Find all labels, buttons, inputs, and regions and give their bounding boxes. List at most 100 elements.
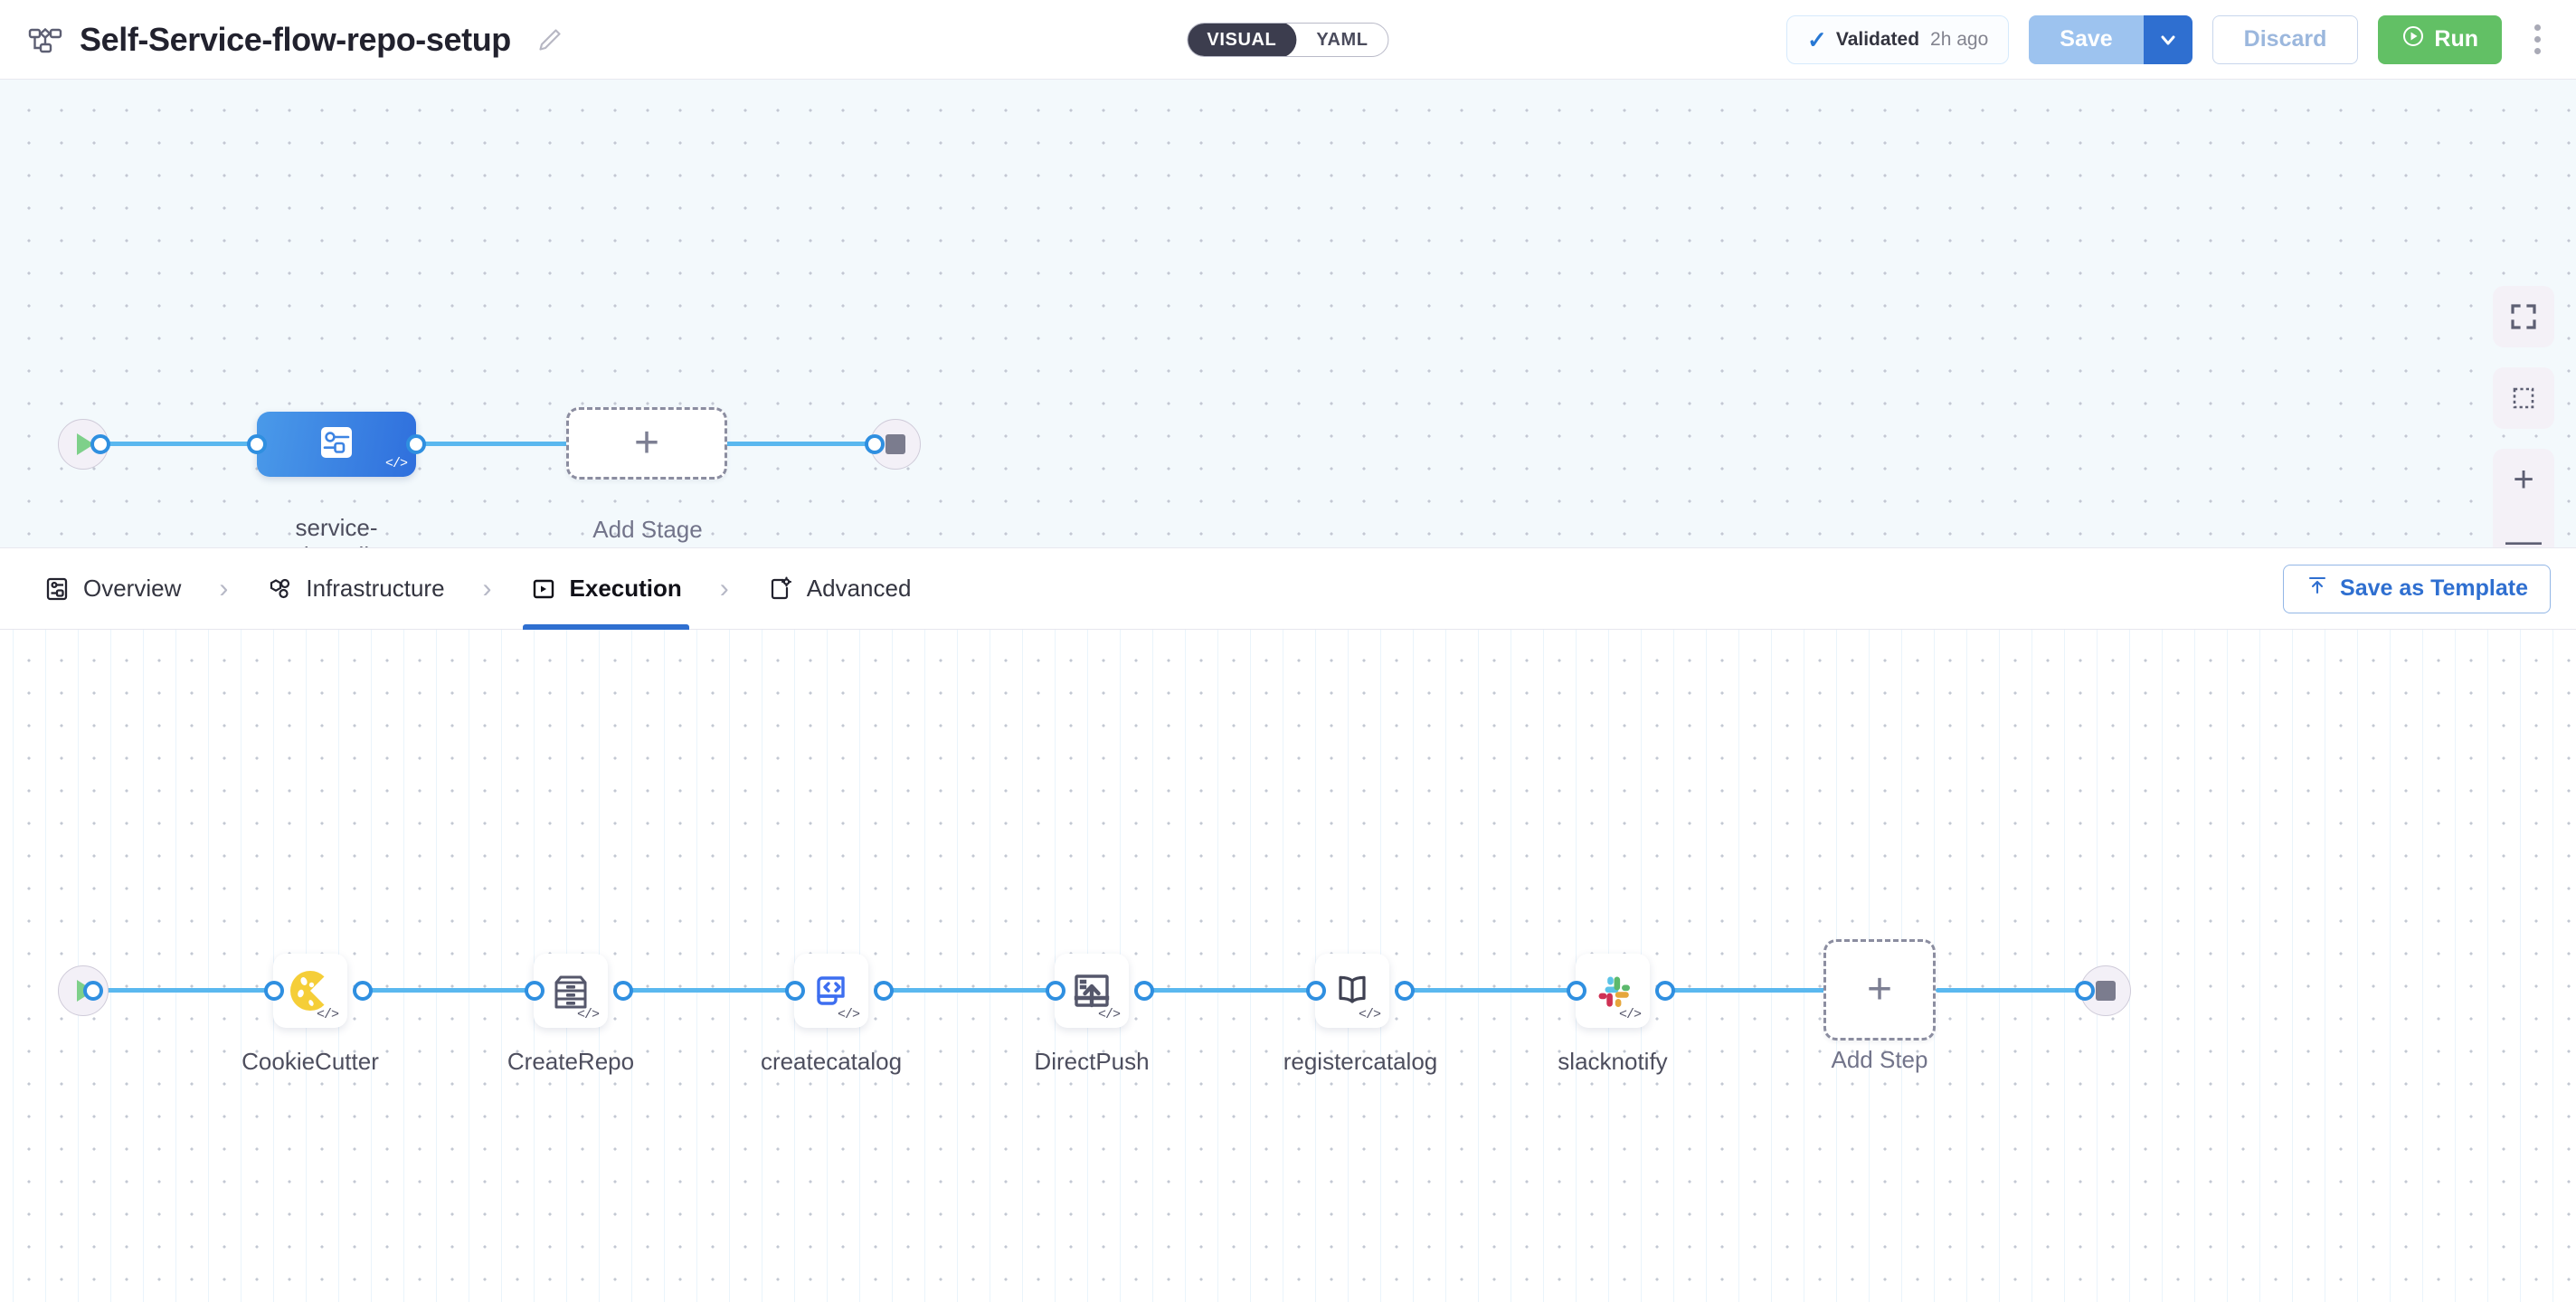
discard-button[interactable]: Discard: [2211, 14, 2359, 64]
directpush-in-port[interactable]: [1046, 981, 1065, 1001]
run-button[interactable]: Run: [2378, 14, 2502, 64]
save-button[interactable]: Save: [2029, 14, 2144, 64]
stage-in-port[interactable]: [247, 434, 267, 454]
play-circle-icon: [2401, 24, 2425, 54]
tab-separator: ›: [482, 573, 492, 603]
step-label-directpush: DirectPush: [1034, 1048, 1150, 1075]
push-upload-icon: [1068, 967, 1115, 1014]
upload-template-icon: [2306, 574, 2329, 603]
step-label-createcatalog: createcatalog: [760, 1048, 903, 1075]
steps-graph: </> CookieCutter </>: [0, 630, 2576, 1302]
chevron-down-icon[interactable]: [2143, 14, 2192, 64]
zoom-in-out-group: + —: [2493, 449, 2554, 548]
validated-label: Validated: [1835, 28, 1920, 50]
stage-canvas[interactable]: </> service- onboarding + Add Stage: [0, 80, 2576, 548]
edge-registercatalog-to-slacknotify: [1400, 988, 1572, 993]
tab-execution[interactable]: Execution: [522, 548, 690, 630]
exec-end-port[interactable]: [2075, 981, 2095, 1001]
pipeline-flow-icon: [27, 22, 63, 58]
step-code-badge: </>: [1618, 1007, 1642, 1022]
cookie-icon: [287, 967, 334, 1014]
exec-start-port[interactable]: [83, 981, 103, 1001]
stage-out-port[interactable]: [406, 434, 426, 454]
stage-deployment-icon: [316, 422, 357, 468]
save-as-template-button[interactable]: Save as Template: [2283, 564, 2551, 613]
view-mode-toggle[interactable]: VISUAL YAML: [1187, 22, 1389, 57]
edge-slacknotify-to-addstep: [1661, 988, 1833, 993]
createrepo-in-port[interactable]: [525, 981, 545, 1001]
play-icon: [77, 433, 94, 455]
save-as-template-label: Save as Template: [2340, 575, 2528, 601]
marquee-select-icon[interactable]: [2493, 367, 2554, 429]
plus-icon: +: [1866, 965, 1893, 1013]
registercatalog-in-port[interactable]: [1306, 981, 1326, 1001]
toggle-visual[interactable]: VISUAL: [1188, 23, 1297, 56]
slacknotify-out-port[interactable]: [1655, 981, 1675, 1001]
tab-overview-label: Overview: [83, 575, 182, 602]
canvas-zoom-controls: + —: [2493, 286, 2554, 548]
createcatalog-out-port[interactable]: [874, 981, 894, 1001]
open-book-icon: [1329, 967, 1376, 1014]
directpush-out-port[interactable]: [1134, 981, 1154, 1001]
plus-icon: +: [633, 419, 660, 467]
stage-end-port[interactable]: [865, 434, 885, 454]
cookiecutter-in-port[interactable]: [264, 981, 284, 1001]
step-label-cookiecutter: CookieCutter: [242, 1048, 379, 1075]
step-code-badge: </>: [316, 1007, 339, 1022]
check-icon: ✓: [1807, 25, 1827, 53]
step-label-createrepo: CreateRepo: [507, 1048, 635, 1075]
step-node-registercatalog[interactable]: </>: [1315, 954, 1389, 1028]
stop-icon: [2096, 981, 2116, 1001]
step-node-slacknotify[interactable]: </>: [1576, 954, 1650, 1028]
zoom-in-button[interactable]: +: [2513, 460, 2534, 499]
step-node-cookiecutter[interactable]: </>: [273, 954, 347, 1028]
step-code-badge: </>: [576, 1007, 600, 1022]
stage-graph: </> service- onboarding + Add Stage: [0, 80, 2576, 547]
tabs: Overview › Infrastructure ›: [36, 548, 919, 630]
step-label-slacknotify: slacknotify: [1558, 1048, 1668, 1075]
save-button-group[interactable]: Save: [2029, 14, 2192, 64]
slacknotify-in-port[interactable]: [1567, 981, 1586, 1001]
kebab-menu-icon[interactable]: [2524, 15, 2551, 64]
tab-advanced-label: Advanced: [806, 575, 912, 602]
execution-icon: [530, 575, 557, 603]
add-step-button[interactable]: +: [1823, 939, 1936, 1041]
step-node-directpush[interactable]: </>: [1055, 954, 1129, 1028]
exec-end-node[interactable]: [2080, 965, 2131, 1016]
step-node-createrepo[interactable]: </>: [534, 954, 608, 1028]
tab-overview[interactable]: Overview: [36, 548, 188, 629]
edge-addstage-to-end: [724, 442, 883, 446]
repository-icon: [547, 967, 594, 1014]
edge-cookiecutter-to-createrepo: [358, 988, 530, 993]
step-code-badge: </>: [1358, 1007, 1381, 1022]
tab-advanced[interactable]: Advanced: [760, 548, 919, 629]
stage-start-port[interactable]: [90, 434, 110, 454]
stage-node-service-onboarding[interactable]: </>: [257, 412, 416, 477]
createcatalog-in-port[interactable]: [785, 981, 805, 1001]
run-label: Run: [2434, 26, 2478, 52]
registercatalog-out-port[interactable]: [1395, 981, 1415, 1001]
stop-icon: [886, 434, 905, 454]
infrastructure-icon: [266, 575, 293, 603]
cookiecutter-out-port[interactable]: [353, 981, 373, 1001]
fit-to-screen-icon[interactable]: [2493, 286, 2554, 347]
code-document-icon: [808, 967, 855, 1014]
advanced-icon: [767, 575, 794, 603]
add-step-label: Add Step: [1831, 1046, 1928, 1073]
execution-canvas[interactable]: </> CookieCutter </>: [0, 630, 2576, 1302]
edge-start-to-cookiecutter: [90, 988, 271, 993]
stage-config-tabbar: Overview › Infrastructure ›: [0, 548, 2576, 630]
createrepo-out-port[interactable]: [613, 981, 633, 1001]
tab-infrastructure-label: Infrastructure: [306, 575, 445, 602]
validated-time: 2h ago: [1930, 28, 1989, 50]
toggle-yaml[interactable]: YAML: [1316, 29, 1368, 50]
header-left: Self-Service-flow-repo-setup: [27, 21, 564, 59]
step-code-badge: </>: [837, 1007, 860, 1022]
step-node-createcatalog[interactable]: </>: [794, 954, 868, 1028]
edit-pencil-icon[interactable]: [536, 26, 564, 53]
tab-infrastructure[interactable]: Infrastructure: [259, 548, 451, 629]
zoom-out-button[interactable]: —: [2505, 521, 2542, 548]
add-stage-button[interactable]: +: [566, 407, 727, 480]
edge-createrepo-to-createcatalog: [619, 988, 791, 993]
edge-directpush-to-registercatalog: [1140, 988, 1312, 993]
